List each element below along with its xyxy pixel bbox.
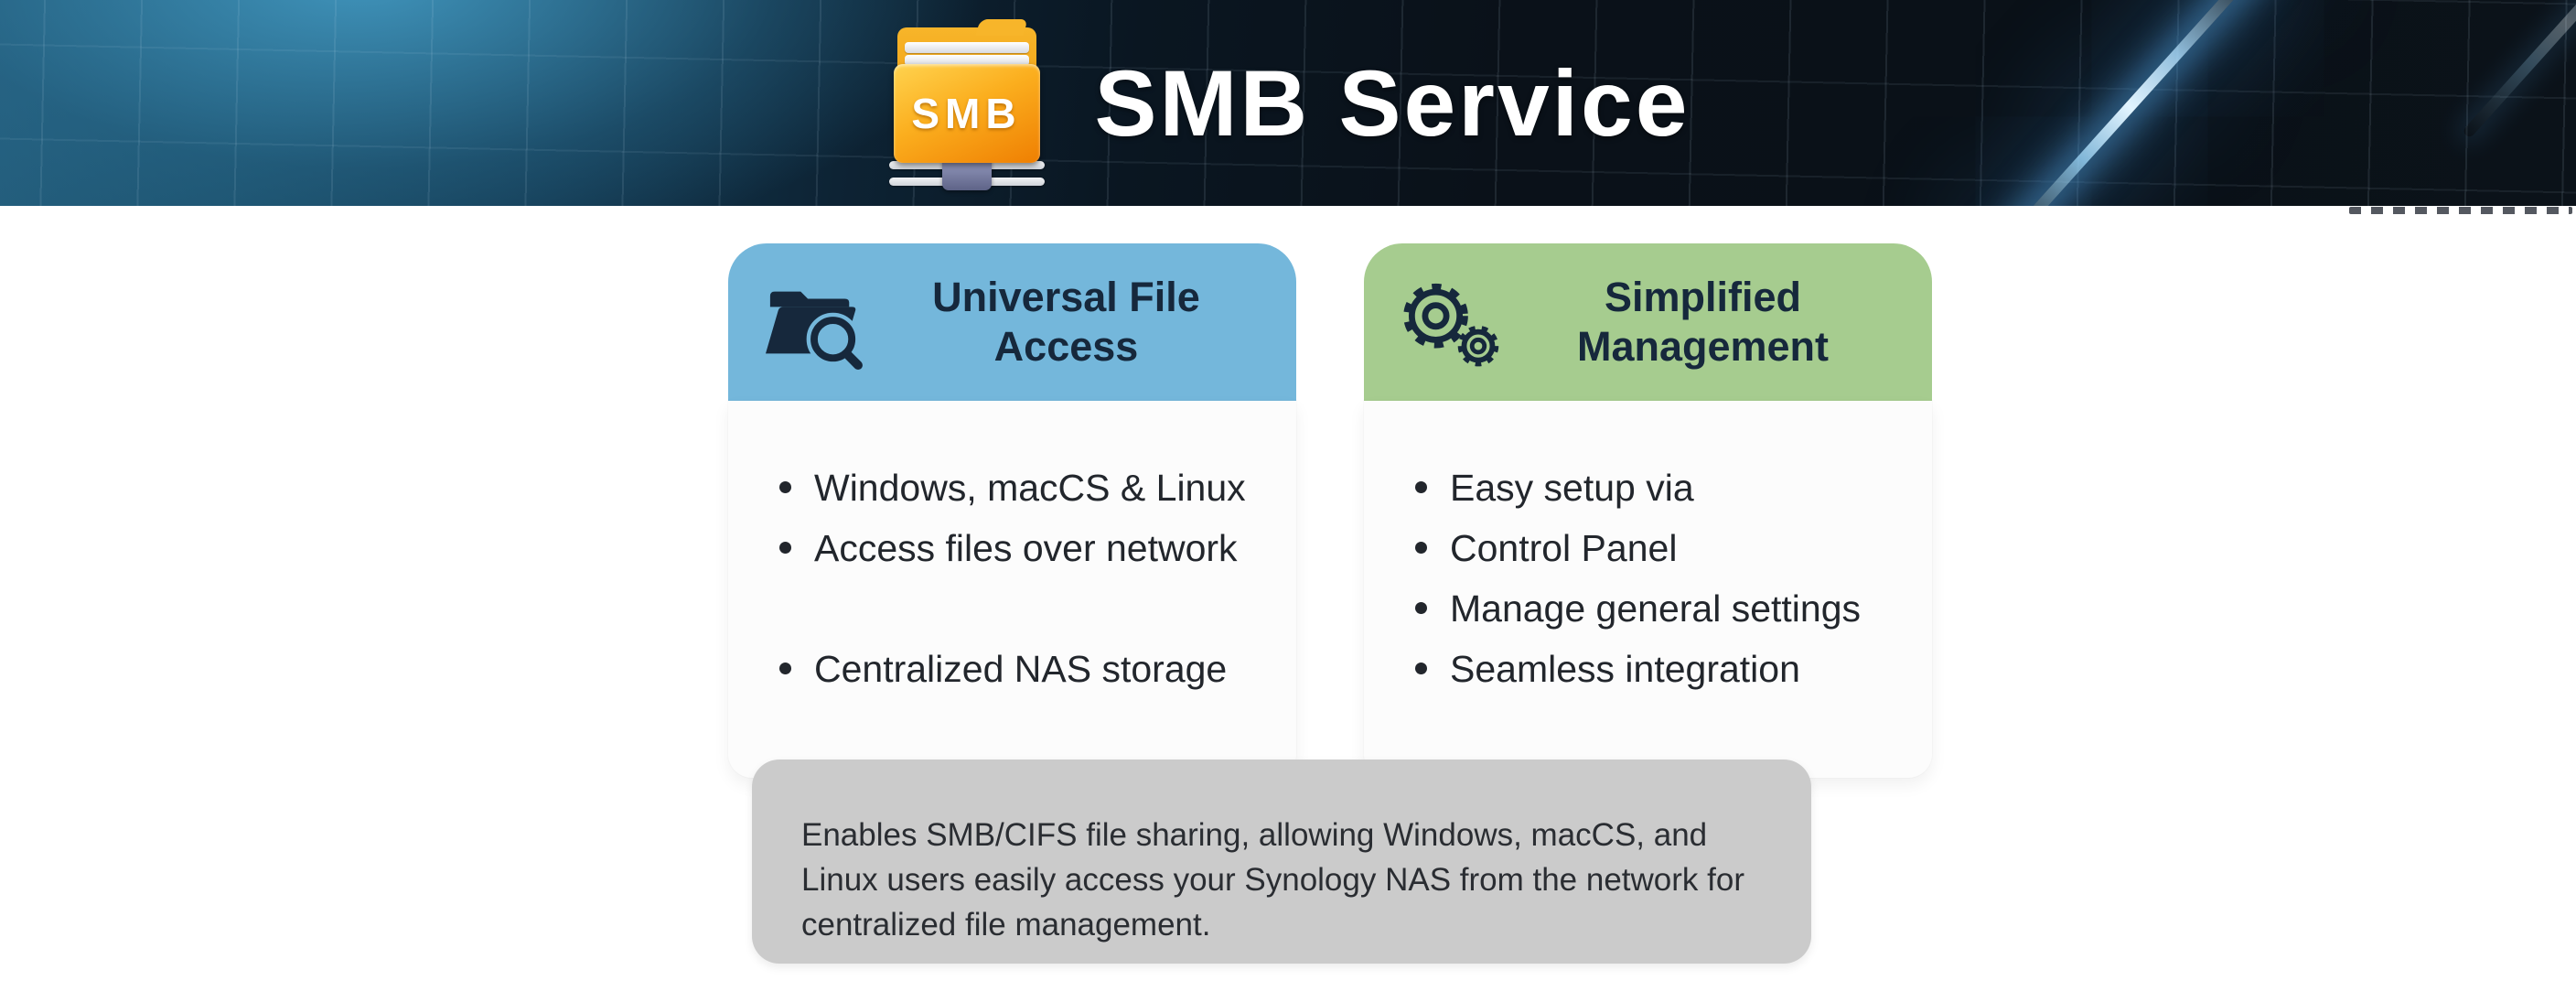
banner-content: SMB SMB Service [0, 0, 2576, 206]
bullet-item: Control Panel [1410, 518, 1910, 578]
description-box: Enables SMB/CIFS file sharing, allowing … [752, 760, 1811, 964]
bullet-item: Easy setup via [1410, 458, 1910, 518]
smb-folder-network-icon: SMB [886, 18, 1047, 190]
feature-cards: Universal File Access Windows, macCS & L… [728, 243, 1932, 778]
description-line: Linux users easily access your Synology … [801, 862, 1744, 898]
card-title-line: Access [993, 323, 1139, 370]
card-title-line: Simplified [1604, 274, 1802, 320]
card-title-line: Management [1576, 323, 1830, 370]
description-text: Enables SMB/CIFS file sharing, allowing … [801, 813, 1776, 947]
card-simplified-management: Simplified Management Easy setup via Con… [1364, 243, 1932, 778]
gears-icon [1395, 271, 1505, 373]
header-banner: SMB SMB Service [0, 0, 2576, 206]
bullet-item: Access files over network [774, 518, 1274, 578]
smb-folder-label: SMB [911, 89, 1022, 137]
card-title: Simplified Management [1505, 273, 1901, 372]
bullet-item: Manage general settings [1410, 578, 1910, 639]
card-universal-file-access: Universal File Access Windows, macCS & L… [728, 243, 1296, 778]
card-header-blue: Universal File Access [728, 243, 1296, 401]
page-title: SMB Service [1094, 50, 1690, 156]
card-header-green: Simplified Management [1364, 243, 1932, 401]
card-title: Universal File Access [867, 273, 1265, 372]
bullet-item: Windows, macCS & Linux [774, 458, 1274, 518]
bullet-item: Centralized NAS storage [774, 639, 1274, 699]
folder-paper [904, 41, 1029, 53]
card-title-line: Universal File [932, 274, 1200, 320]
folder-front: SMB [893, 63, 1040, 163]
description-line: centralized file management. [801, 907, 1211, 943]
card-bullet-list: Easy setup via Control Panel Manage gene… [1364, 401, 1932, 778]
folder-paper [904, 54, 1029, 66]
folder-search-icon [759, 275, 867, 370]
bullet-item: Seamless integration [1410, 639, 1910, 699]
description-line: Enables SMB/CIFS file sharing, allowing … [801, 817, 1708, 853]
clipped-watermark-fragment [2349, 207, 2572, 214]
card-bullet-list: Windows, macCS & Linux Access files over… [728, 401, 1296, 778]
